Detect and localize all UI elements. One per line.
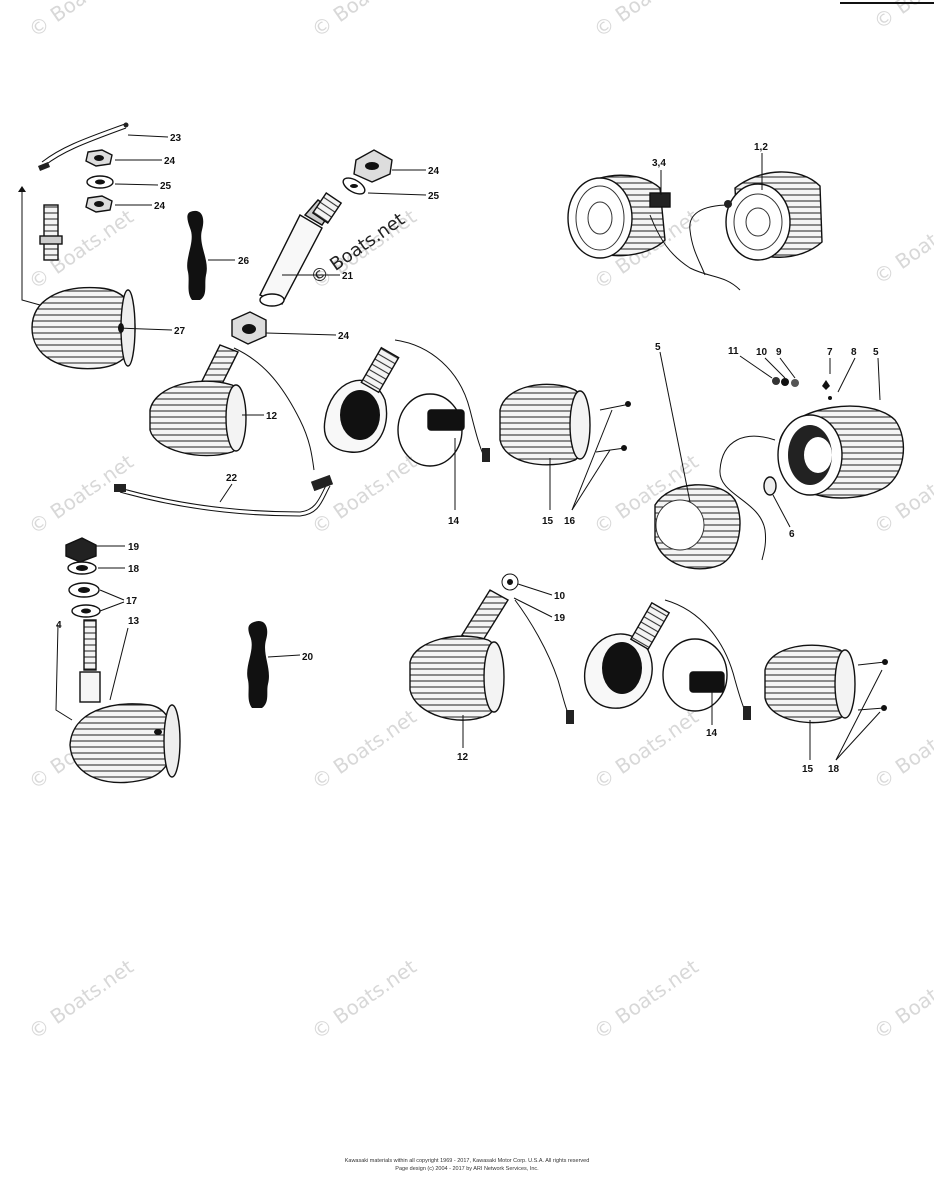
copyright-text: Kawasaki materials within all copyright … — [344, 1158, 590, 1164]
callout-label: 14 — [448, 516, 460, 527]
nut-stack-left-top — [85, 149, 114, 213]
callout-label: 16 — [564, 516, 576, 527]
watermark-layer: © Boats.net © Boats.net © Boats.net © Bo… — [24, 0, 934, 1044]
callout-label: 3,4 — [652, 158, 666, 169]
callout-label: 19 — [554, 613, 566, 624]
watermark: © Boats.net — [589, 954, 703, 1044]
turn-signal-lamp-13 — [55, 537, 181, 784]
callout-label: 25 — [428, 191, 440, 202]
turn-signal-lamp-12-lower — [409, 573, 574, 724]
page-design-credit: Page design (c) 2004 - 2017 by ARI Netwo… — [395, 1166, 539, 1172]
lamp-housing-5 — [719, 377, 905, 561]
callout-label: 21 — [342, 271, 354, 282]
callout-label: 9 — [776, 347, 782, 358]
callout-label: 1,2 — [754, 142, 768, 153]
watermark: © Boats.net — [869, 199, 934, 289]
turn-signal-lamp-1-2 — [689, 171, 823, 276]
callout-labels: 23 24 25 24 26 27 24 25 21 24 3,4 1,2 12… — [56, 133, 879, 775]
rubber-boot-26 — [187, 210, 207, 300]
callout-label: 15 — [802, 764, 814, 775]
callout-label: 19 — [128, 542, 140, 553]
lens-part-15-lower — [764, 644, 888, 724]
callout-label: 22 — [226, 473, 238, 484]
watermark: © Boats.net — [24, 449, 138, 539]
watermark: © Boats.net — [307, 704, 421, 794]
turn-signal-lamp-3-4 — [567, 174, 741, 291]
callout-label: 23 — [170, 133, 182, 144]
callout-label: 18 — [828, 764, 840, 775]
wire-part-22 — [114, 474, 334, 517]
callout-label: 6 — [789, 529, 795, 540]
turn-signal-lamp-12-left — [149, 344, 315, 471]
callout-label: 4 — [56, 620, 62, 631]
watermark: © Boats.net — [307, 0, 421, 42]
callout-label: 24 — [428, 166, 440, 177]
callout-label: 26 — [238, 256, 250, 267]
callout-label: 10 — [554, 591, 566, 602]
callout-label: 5 — [873, 347, 879, 358]
wire-part-23 — [38, 122, 129, 171]
callout-label: 24 — [154, 201, 166, 212]
leader-lines — [96, 134, 883, 761]
stem-part-21 — [259, 149, 393, 307]
callout-label: 5 — [655, 342, 661, 353]
lamp-housing-14-lower — [583, 599, 751, 720]
callout-label: 11 — [728, 346, 739, 357]
watermark: © Boats.net — [24, 0, 138, 42]
callout-label: 27 — [174, 326, 186, 337]
callout-label: 24 — [164, 156, 176, 167]
callout-label: 20 — [302, 652, 314, 663]
callout-label: 10 — [756, 347, 768, 358]
watermark: © Boats.net — [589, 704, 703, 794]
watermark: © Boats.net — [307, 954, 421, 1044]
watermark: © Boats.net — [24, 954, 138, 1044]
watermark: © Boats.net — [24, 204, 138, 294]
watermark: © Boats.net — [869, 954, 934, 1044]
callout-label: 24 — [338, 331, 350, 342]
watermark: © Boats.net — [869, 704, 934, 794]
watermark: © Boats.net — [589, 0, 703, 42]
lens-part-15-upper — [499, 383, 631, 466]
callout-label: 8 — [851, 347, 857, 358]
callout-label: 14 — [706, 728, 718, 739]
callout-label: 13 — [128, 616, 140, 627]
parts-layer — [18, 122, 905, 784]
lamp-housing-14-upper — [323, 339, 490, 467]
callout-label: 18 — [128, 564, 140, 575]
callout-label: 25 — [160, 181, 172, 192]
lens-part-5 — [654, 484, 741, 570]
callout-label: 12 — [266, 411, 278, 422]
nut-part-24 — [231, 311, 267, 345]
watermark: © Boats.net — [307, 449, 421, 539]
rubber-boot-20 — [247, 620, 269, 708]
callout-label: 12 — [457, 752, 469, 763]
callout-label: 17 — [126, 596, 138, 607]
watermark: © Boats.net — [869, 0, 934, 34]
callout-label: 15 — [542, 516, 554, 527]
callout-label: 7 — [827, 347, 833, 358]
